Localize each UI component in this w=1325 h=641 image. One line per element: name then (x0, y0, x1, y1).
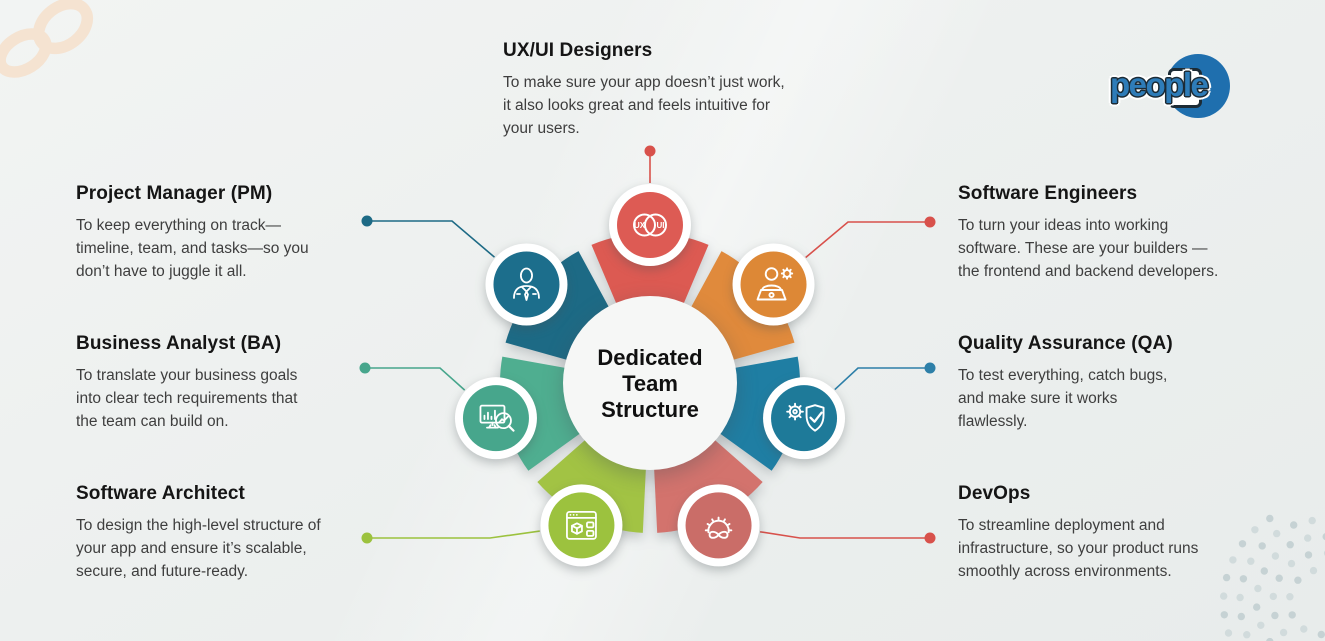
connector-line-architect (367, 530, 540, 539)
role-title-ba: Business Analyst (BA) (76, 333, 282, 354)
deco-dot (1279, 628, 1288, 637)
role-title-devops: DevOps (958, 483, 1031, 504)
deco-dot (1287, 559, 1296, 568)
role-title-se: Software Engineers (958, 183, 1138, 204)
deco-dot (1300, 625, 1308, 633)
role-block-pm: Project Manager (PM) To keep everything … (76, 183, 406, 283)
role-block-devops: DevOps To streamline deployment and infr… (958, 483, 1288, 583)
deco-dot (1286, 593, 1294, 601)
deco-dot (1220, 611, 1229, 619)
deco-dot (1286, 541, 1294, 549)
deco-dot (1275, 574, 1283, 582)
logo-wordmark: people (1110, 66, 1209, 103)
corner-squiggle-decoration (0, 0, 94, 78)
role-title-uxui: UX/UI Designers (503, 40, 653, 61)
deco-dot (1253, 603, 1261, 611)
wheel-center-circle (563, 296, 737, 470)
deco-dot (1273, 529, 1281, 538)
icon-bg-se (740, 251, 807, 318)
role-description-pm: To keep everything on track— timeline, t… (76, 217, 309, 280)
deco-dot (1220, 592, 1228, 600)
deco-dot (1257, 621, 1265, 629)
connector-dot-uxui (644, 145, 656, 157)
icon-bg-qa (771, 385, 838, 452)
role-description-architect: To design the high-level structure of yo… (76, 517, 321, 580)
connector-line-pm (367, 220, 496, 258)
connector-dot-devops (924, 532, 936, 544)
deco-dot (1266, 637, 1274, 641)
connector-lines (359, 145, 936, 544)
deco-dot (1266, 514, 1274, 523)
deco-dot (1271, 611, 1279, 620)
icon-bg-devops (685, 492, 752, 559)
role-description-devops: To streamline deployment and infrastruct… (958, 517, 1199, 580)
deco-dot (1269, 592, 1278, 601)
wheel-center-title: Dedicated Team Structure (597, 345, 703, 422)
role-block-architect: Software Architect To design the high-le… (76, 483, 406, 583)
connector-dot-se (924, 216, 936, 228)
role-block-ba: Business Analyst (BA) To translate your … (76, 333, 406, 433)
role-icons (454, 184, 846, 567)
connector-line-se (805, 221, 930, 259)
deco-dot (1237, 612, 1246, 621)
connector-line-devops (759, 531, 930, 539)
role-block-se: Software Engineers To turn your ideas in… (958, 183, 1288, 283)
deco-dot (1304, 551, 1313, 559)
deco-dot (1224, 629, 1233, 637)
role-description-se: To turn your ideas into working software… (958, 217, 1219, 280)
deco-dot (1317, 630, 1325, 639)
role-title-qa: Quality Assurance (QA) (958, 333, 1173, 354)
deco-dot (1258, 542, 1266, 550)
role-description-uxui: To make sure your app doesn’t just work,… (503, 74, 785, 137)
deco-dot (1308, 516, 1316, 525)
icon-bg-uxui (617, 192, 683, 258)
icon-bg-pm (493, 251, 560, 318)
connector-line-qa (834, 367, 930, 391)
deco-dot (1254, 584, 1262, 593)
dot-cluster-decoration (1220, 514, 1325, 641)
brand-logo: people (1108, 54, 1258, 120)
role-title-pm: Project Manager (PM) (76, 183, 273, 204)
deco-dot (1243, 631, 1251, 639)
deco-dot (1322, 533, 1325, 541)
deco-dot (1304, 534, 1312, 542)
role-description-ba: To translate your business goals into cl… (76, 367, 298, 430)
deco-dot (1238, 540, 1247, 548)
deco-dot (1229, 556, 1237, 564)
deco-dot (1294, 576, 1302, 584)
connector-line-ba (365, 367, 466, 391)
deco-dot (1251, 526, 1259, 534)
connector-dot-qa (924, 362, 936, 374)
deco-dot (1236, 593, 1244, 602)
deco-dot (1288, 611, 1296, 619)
deco-dot (1290, 521, 1298, 529)
deco-dot (1239, 575, 1248, 583)
connector-dot-pm (361, 215, 373, 227)
deco-dot (1247, 557, 1255, 565)
deco-dot (1222, 573, 1231, 582)
logo-mark-box (1168, 68, 1202, 108)
deco-dot (1271, 552, 1280, 560)
role-block-uxui: UX/UI Designers To make sure your app do… (503, 40, 833, 140)
connector-dot-ba (359, 362, 371, 374)
connector-dot-architect (361, 532, 373, 544)
role-description-qa: To test everything, catch bugs, and make… (958, 367, 1168, 430)
role-title-architect: Software Architect (76, 483, 245, 504)
role-block-qa: Quality Assurance (QA) To test everythin… (958, 333, 1288, 433)
deco-dot (1260, 567, 1269, 575)
deco-dot (1309, 566, 1318, 575)
